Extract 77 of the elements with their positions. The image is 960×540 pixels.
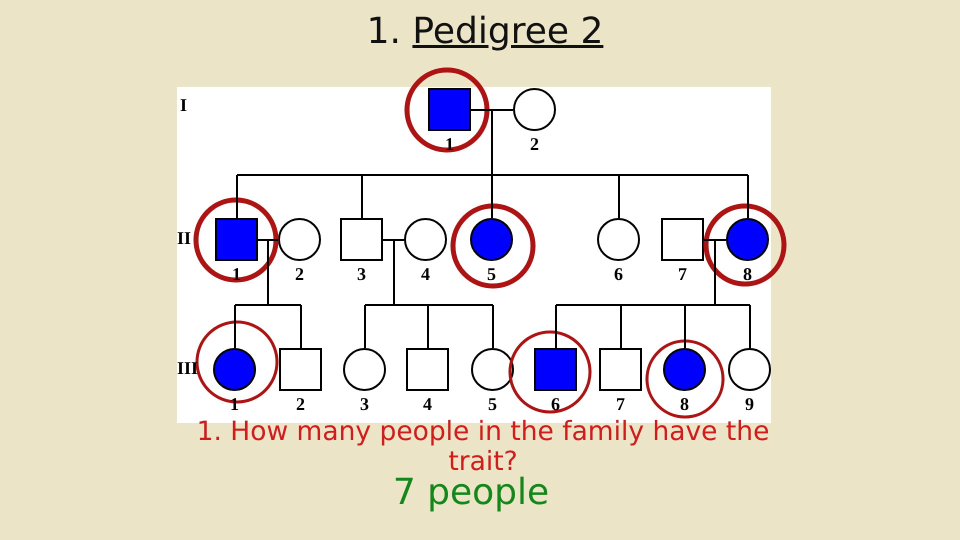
individual-number: 2 [530, 135, 539, 153]
descent-line [555, 305, 557, 348]
marriage-line [268, 239, 278, 241]
individual-number: 6 [551, 395, 560, 413]
individual-number: 2 [295, 265, 304, 283]
slide-title: 1. Pedigree 2 [366, 11, 604, 53]
female-circle [470, 218, 513, 261]
male-square [406, 348, 449, 391]
descent-line [491, 110, 493, 175]
individual-number: 2 [296, 395, 305, 413]
descent-line [621, 304, 685, 306]
descent-line [361, 175, 363, 218]
generation-label: II [177, 229, 192, 247]
descent-line [362, 174, 492, 176]
descent-line [492, 174, 619, 176]
individual-number: 7 [678, 265, 687, 283]
descent-line [427, 305, 429, 348]
male-square [534, 348, 577, 391]
descent-line [620, 305, 622, 348]
female-circle [213, 348, 256, 391]
descent-line [236, 175, 238, 218]
female-circle [726, 218, 769, 261]
female-circle [728, 348, 771, 391]
descent-line [685, 304, 715, 306]
individual-number: 7 [616, 395, 625, 413]
descent-line [234, 305, 236, 348]
marriage-line [394, 239, 404, 241]
individual-number: 4 [423, 395, 432, 413]
female-circle [663, 348, 706, 391]
descent-line [364, 305, 366, 348]
descent-line [428, 304, 493, 306]
descent-line [556, 304, 621, 306]
individual-number: 3 [360, 395, 369, 413]
descent-line [749, 305, 751, 348]
marriage-line [258, 239, 268, 241]
descent-line [235, 304, 268, 306]
individual-number: 8 [743, 265, 752, 283]
marriage-line [492, 109, 513, 111]
descent-line [684, 305, 686, 348]
male-square [428, 88, 471, 131]
descent-line [365, 304, 394, 306]
descent-line [300, 305, 302, 348]
marriage-line [704, 239, 715, 241]
individual-number: 6 [614, 265, 623, 283]
individual-number: 5 [488, 395, 497, 413]
female-circle [278, 218, 321, 261]
generation-label: I [180, 96, 188, 114]
descent-line [237, 174, 362, 176]
descent-line [267, 240, 269, 305]
descent-line [393, 240, 395, 305]
individual-number: 4 [421, 265, 430, 283]
male-square [340, 218, 383, 261]
individual-number: 3 [357, 265, 366, 283]
female-circle [343, 348, 386, 391]
marriage-line [715, 239, 726, 241]
marriage-line [383, 239, 394, 241]
male-square [599, 348, 642, 391]
descent-line [619, 174, 748, 176]
female-circle [513, 88, 556, 131]
descent-line [492, 305, 494, 348]
descent-line [268, 304, 301, 306]
descent-line [747, 175, 749, 218]
individual-number: 9 [745, 395, 754, 413]
male-square [279, 348, 322, 391]
female-circle [597, 218, 640, 261]
descent-line [394, 304, 428, 306]
individual-number: 5 [487, 265, 496, 283]
male-square [215, 218, 258, 261]
marriage-line [471, 109, 492, 111]
female-circle [471, 348, 514, 391]
descent-line [715, 304, 750, 306]
individual-number: 8 [680, 395, 689, 413]
descent-line [491, 175, 493, 218]
male-square [661, 218, 704, 261]
descent-line [714, 240, 716, 305]
female-circle [404, 218, 447, 261]
descent-line [618, 175, 620, 218]
